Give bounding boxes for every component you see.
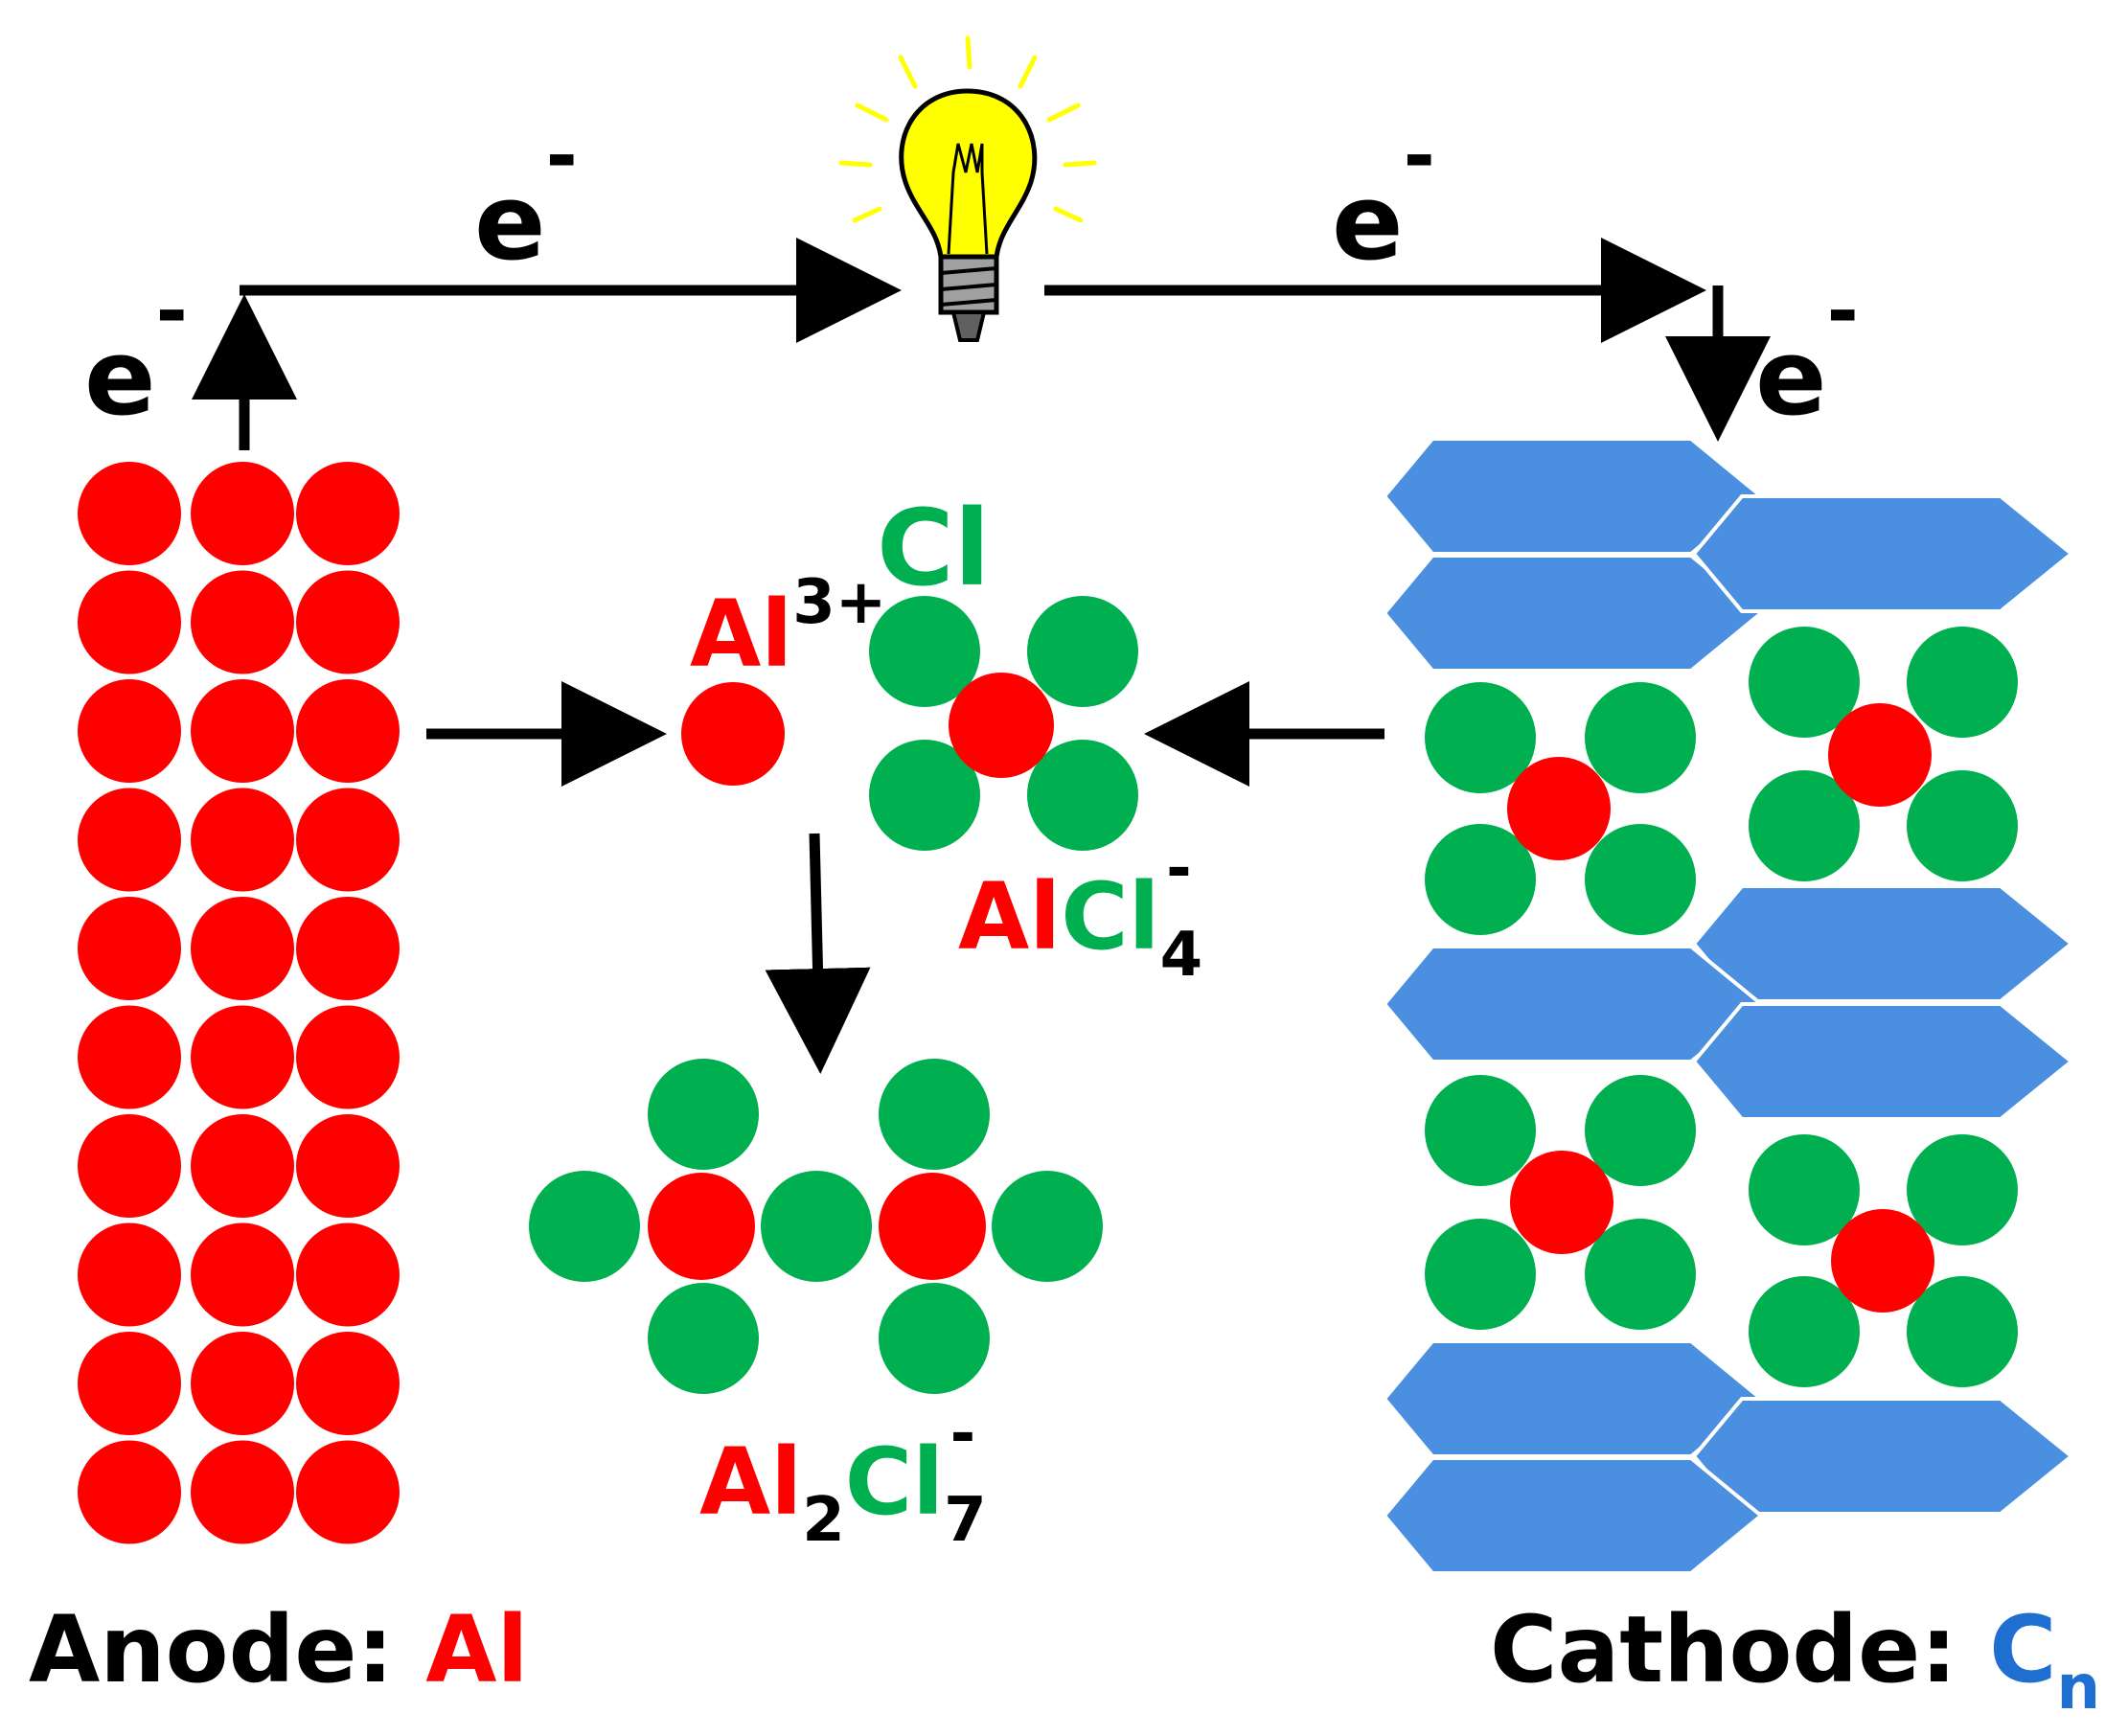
aluminum-atom — [191, 462, 294, 565]
aluminum-atom — [78, 1222, 181, 1327]
aluminum-atom — [191, 897, 294, 1000]
aluminum-atom — [296, 1114, 400, 1218]
aluminum-atom — [191, 1440, 294, 1544]
aluminum-atom — [191, 570, 294, 674]
aluminum-atom — [191, 1114, 294, 1218]
light-bulb-icon — [838, 35, 1097, 342]
alcl4-label: AlCl4- — [958, 834, 1202, 991]
svg-text:AlCl4-: AlCl4- — [958, 834, 1202, 991]
aluminum-atom — [191, 1332, 294, 1435]
aluminum-atom — [296, 1005, 400, 1109]
aluminum-atom — [296, 788, 400, 892]
graphite-layer — [1691, 1002, 2075, 1121]
alcl4-to-al2cl7-arrow — [765, 833, 871, 1074]
aluminum-atom — [191, 788, 294, 892]
aluminum-atom — [296, 1440, 400, 1544]
cathode-graphite — [1382, 437, 2075, 1575]
electron-label-cathode: e- — [1755, 266, 1859, 439]
anode-label: Anode: Al — [29, 1596, 528, 1703]
intercalated-alcl4 — [1749, 627, 2018, 881]
graphite-layer — [1382, 1339, 1765, 1458]
intercalated-alcl4 — [1749, 1134, 2018, 1387]
aluminum-atom — [191, 1222, 294, 1327]
graphite-layer — [1691, 884, 2075, 1003]
svg-text:e-: e- — [1755, 266, 1859, 439]
aluminum-atom — [78, 1005, 181, 1109]
graphite-layers — [1382, 437, 2075, 1575]
aluminum-atom — [78, 570, 181, 674]
aluminum-atom — [191, 679, 294, 783]
aluminum-atom — [78, 1332, 181, 1435]
graphite-layer — [1382, 1456, 1765, 1575]
electron-label-top-left: e- — [474, 111, 578, 284]
svg-text:Cathode: Cn: Cathode: Cn — [1490, 1596, 2100, 1724]
circuit — [192, 238, 1771, 450]
svg-text:Anode: Al: Anode: Al — [29, 1596, 528, 1703]
aluminum-atom — [296, 570, 400, 674]
graphite-layer — [1382, 554, 1765, 673]
al3-ion: Al3+ — [681, 567, 886, 786]
aluminum-atom — [191, 1005, 294, 1109]
aluminum-atom — [78, 897, 181, 1000]
al2cl7-label: Al2Cl7- — [699, 1399, 987, 1556]
aluminum-atom — [78, 1440, 181, 1544]
electron-label-top-right: e- — [1332, 111, 1435, 284]
cl-label: Cl — [877, 487, 990, 609]
anode-aluminum-atoms — [78, 462, 400, 1544]
aluminum-atom — [78, 788, 181, 892]
aluminum-atom — [296, 1222, 400, 1327]
intercalated-alcl4 — [1425, 682, 1696, 935]
aluminum-atom — [78, 462, 181, 565]
electron-label-anode: e- — [84, 266, 188, 439]
intercalated-alcl4 — [1425, 1075, 1696, 1330]
svg-text:e-: e- — [84, 266, 188, 439]
graphite-layer — [1691, 1397, 2075, 1516]
graphite-layer — [1382, 437, 1765, 556]
al2cl7-ion — [529, 1059, 1103, 1394]
alcl4-ion — [869, 596, 1138, 851]
svg-text:e-: e- — [1332, 111, 1435, 284]
svg-text:Al3+: Al3+ — [690, 567, 886, 688]
graphite-layer — [1382, 945, 1765, 1063]
aluminum-atom — [296, 897, 400, 1000]
svg-text:e-: e- — [474, 111, 578, 284]
aluminum-atom — [78, 679, 181, 783]
aluminum-atom — [296, 462, 400, 565]
aluminum-atom — [296, 1332, 400, 1435]
aluminum-atom — [78, 1114, 181, 1218]
graphite-layer — [1691, 494, 2075, 613]
cathode-label: Cathode: Cn — [1490, 1596, 2100, 1724]
aluminum-atom — [296, 679, 400, 783]
svg-text:Al2Cl7-: Al2Cl7- — [699, 1399, 987, 1556]
